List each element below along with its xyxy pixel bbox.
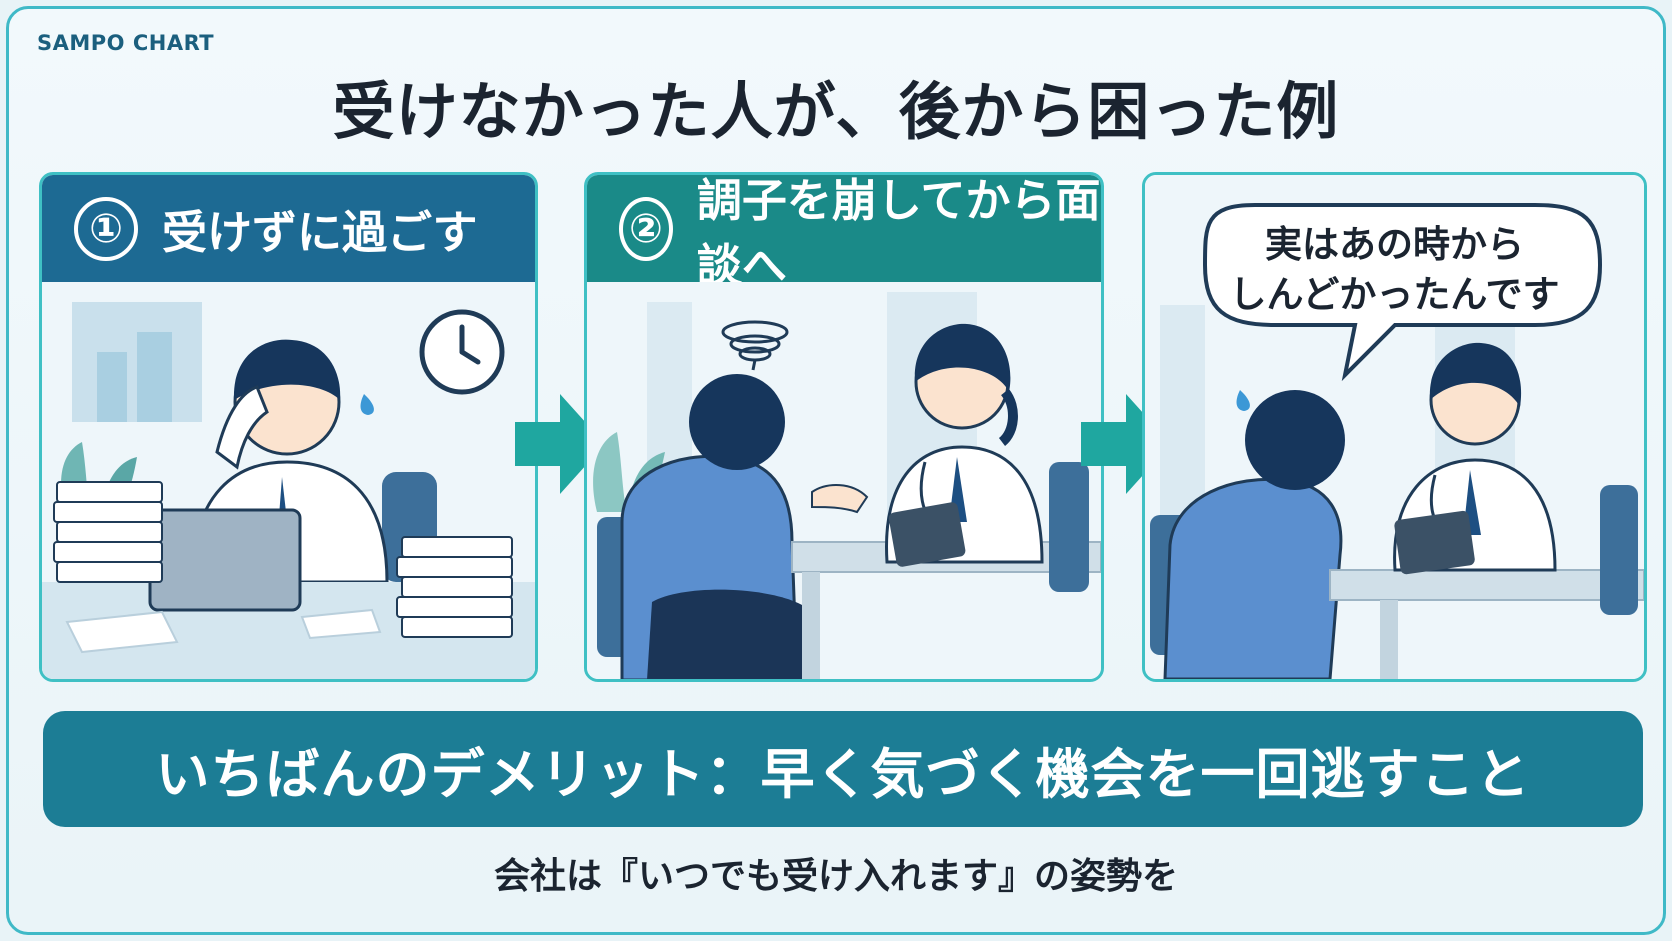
page-title: 受けなかった人が、後から困った例	[332, 75, 1340, 148]
sweat-drop-icon	[1236, 390, 1250, 411]
arrow-right-icon	[515, 394, 605, 494]
step-number-1: ①	[74, 196, 138, 261]
panel-2-label: 調子を崩してから面談へ	[696, 173, 1101, 292]
speech-bubble-icon	[1202, 203, 1603, 382]
consultation-illustration	[587, 282, 1101, 679]
panel-skip-interview: ① 受けずに過ごす	[39, 172, 538, 682]
overworked-office-illustration	[42, 282, 535, 679]
confession-illustration	[1145, 175, 1644, 679]
panel-confession: 実はあの時から しんどかったんです	[1142, 172, 1647, 682]
dizzy-swirl-icon	[721, 320, 789, 371]
speech-line-1: 実はあの時から	[1265, 223, 1524, 266]
footer-message: 会社は『いつでも受け入れます』の姿勢を	[493, 856, 1178, 897]
key-demerit-banner: いちばんのデメリット：早く気づく機会を一回逃すこと	[43, 711, 1643, 827]
brand-label: SAMPO CHART	[37, 31, 215, 55]
sweat-drop-icon	[360, 394, 374, 415]
panel-1-label: 受けずに過ごす	[162, 206, 478, 259]
panel-consult-after-decline: ② 調子を崩してから面談へ	[584, 172, 1104, 682]
poster-frame: SAMPO CHART 受けなかった人が、後から困った例 ① 受けずに過ごす	[6, 6, 1666, 935]
clock-icon	[419, 309, 505, 395]
step-number-2: ②	[619, 196, 673, 261]
panel-2-header: ② 調子を崩してから面談へ	[587, 175, 1101, 292]
speech-line-2: しんどかったんです	[1229, 273, 1560, 316]
panel-1-header: ① 受けずに過ごす	[42, 175, 535, 282]
